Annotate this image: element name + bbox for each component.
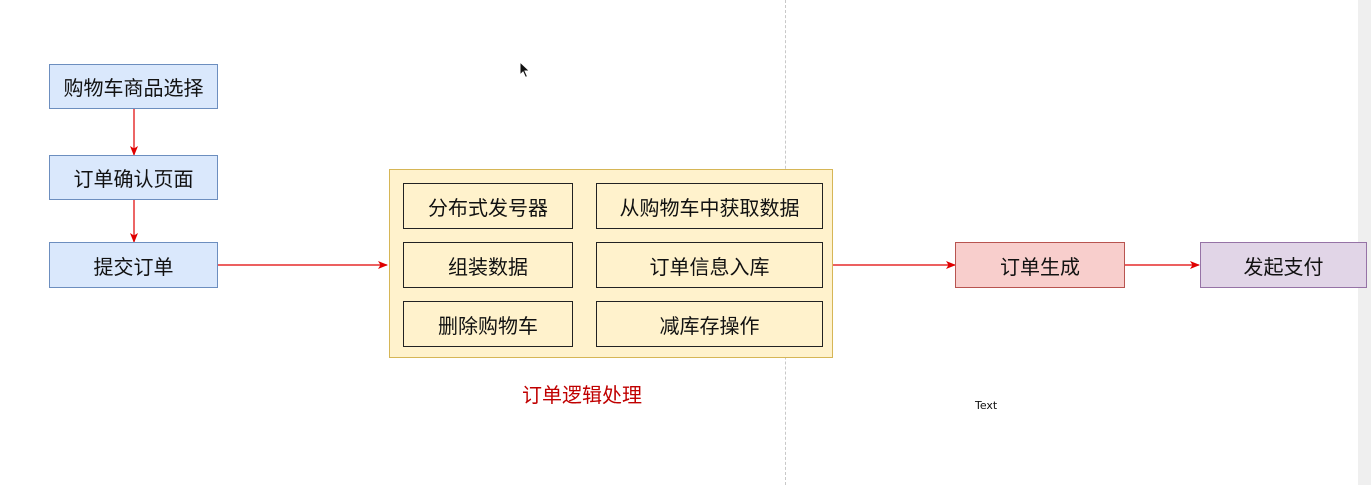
node-order-persist[interactable]: 订单信息入库	[596, 242, 823, 288]
mouse-cursor-icon	[519, 61, 531, 79]
node-order-confirm[interactable]: 订单确认页面	[49, 155, 218, 200]
text-placeholder-label[interactable]: Text	[975, 399, 998, 412]
order-logic-caption: 订单逻辑处理	[522, 383, 642, 407]
node-assemble-data[interactable]: 组装数据	[403, 242, 573, 288]
node-delete-cart[interactable]: 删除购物车	[403, 301, 573, 347]
node-order-generated[interactable]: 订单生成	[955, 242, 1125, 288]
node-initiate-payment[interactable]: 发起支付	[1200, 242, 1367, 288]
node-cart-select[interactable]: 购物车商品选择	[49, 64, 218, 109]
node-distributed-id-generator[interactable]: 分布式发号器	[403, 183, 573, 229]
node-fetch-cart-data[interactable]: 从购物车中获取数据	[596, 183, 823, 229]
node-submit-order[interactable]: 提交订单	[49, 242, 218, 288]
node-reduce-stock[interactable]: 减库存操作	[596, 301, 823, 347]
